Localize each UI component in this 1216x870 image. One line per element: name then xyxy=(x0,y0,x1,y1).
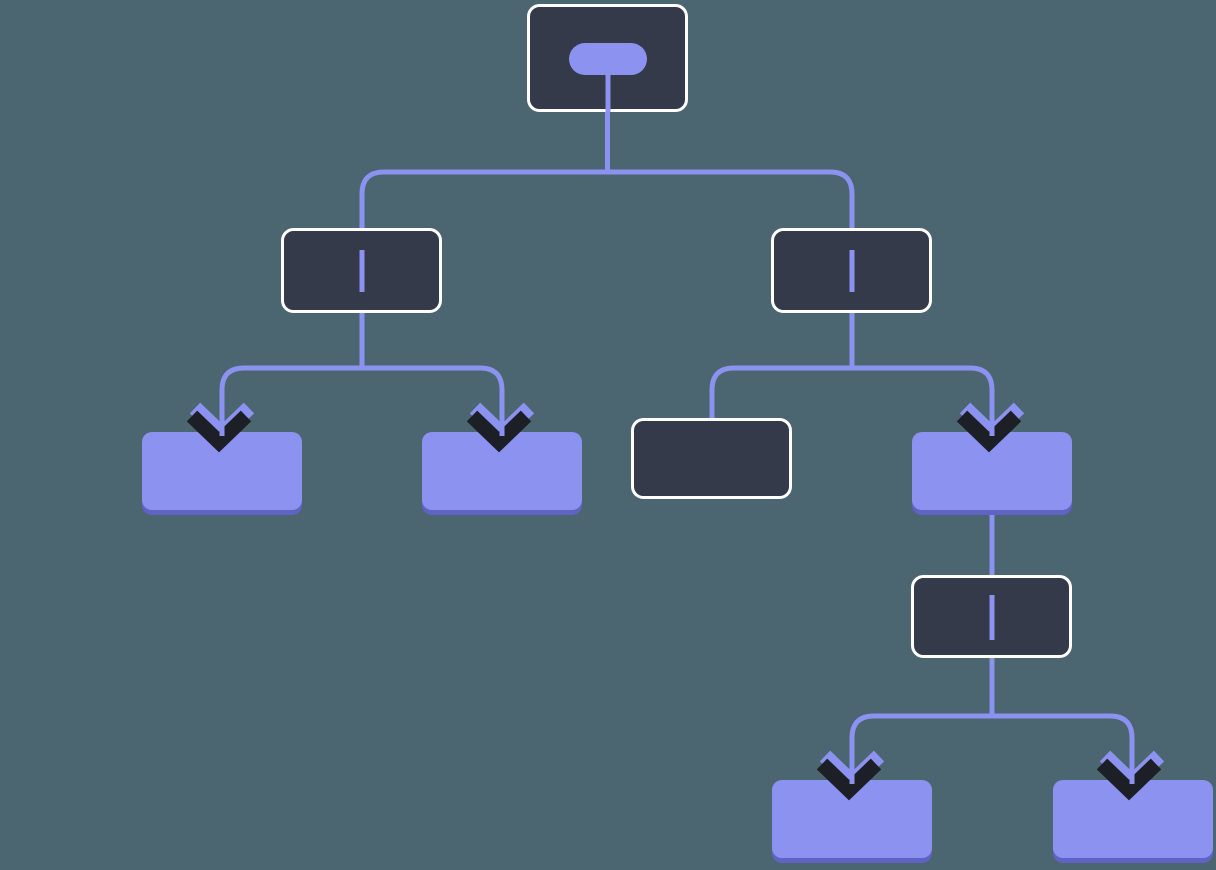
arrowhead-leaf-node-1-shadow xyxy=(186,410,252,453)
terminal-dark-node[interactable] xyxy=(631,418,792,499)
edge-root-to-branch-left xyxy=(359,169,608,313)
leaf-node-5-body xyxy=(1053,780,1213,858)
leaf-node-1[interactable] xyxy=(142,432,302,515)
edge-branch-right-to-terminal xyxy=(709,365,852,418)
root-node[interactable] xyxy=(527,4,688,113)
line-through-layer xyxy=(359,250,995,640)
leaf-node-5[interactable] xyxy=(1053,780,1213,863)
arrowhead-layer xyxy=(186,402,1165,801)
leaf-node-2[interactable] xyxy=(422,432,582,515)
terminal-dark-node-body xyxy=(631,418,792,499)
root-pill-badge xyxy=(569,43,647,75)
edge-branch-right-to-leaf-3 xyxy=(852,365,995,432)
edge-branch-lower-to-leaf-4 xyxy=(849,658,995,780)
leaf-node-3[interactable] xyxy=(912,432,1072,515)
arrowhead-leaf-node-2-shadow xyxy=(466,410,532,453)
leaf-node-4[interactable] xyxy=(772,780,932,863)
leaf-node-2-body xyxy=(422,432,582,510)
node-layer xyxy=(142,4,1213,863)
leaf-node-4-body xyxy=(772,780,932,858)
connector-layer xyxy=(219,58,1135,780)
leaf-node-3-body xyxy=(912,432,1072,510)
edge-branch-left-to-leaf-1 xyxy=(219,365,362,432)
edge-root-to-branch-right xyxy=(607,169,855,313)
arrowhead-leaf-node-4-shadow xyxy=(816,758,882,801)
edge-branch-lower-to-leaf-5 xyxy=(992,713,1135,780)
arrowhead-leaf-node-3-shadow xyxy=(956,410,1022,453)
arrowhead-leaf-node-5-shadow xyxy=(1096,758,1162,801)
leaf-node-1-body xyxy=(142,432,302,510)
edge-branch-left-to-leaf-2 xyxy=(362,365,505,432)
